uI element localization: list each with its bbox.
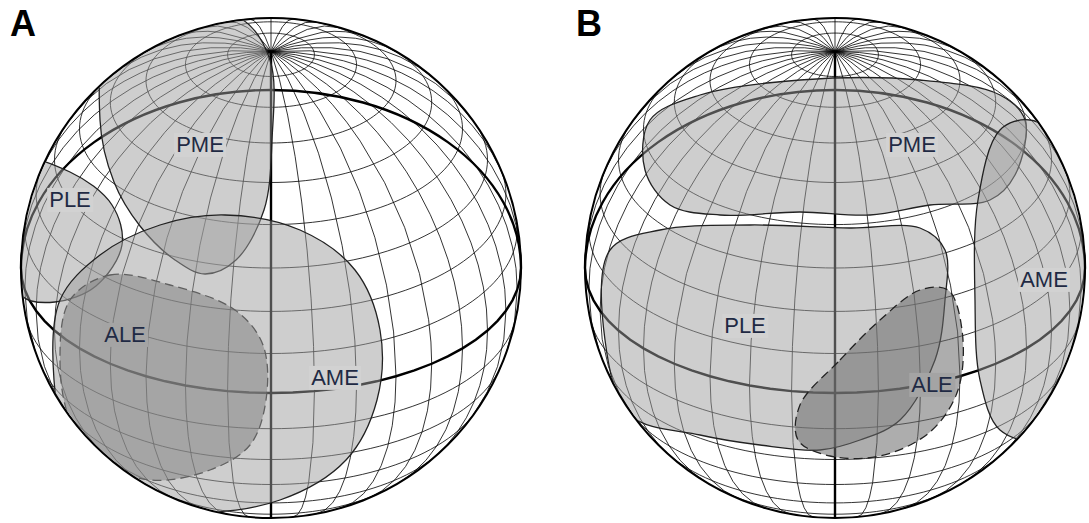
eye-label: AME [1018,268,1070,292]
eye-label: PLE [47,188,93,212]
field-region: AME [955,100,1089,460]
eye-label: PLE [722,314,768,338]
region-outline [974,120,1089,441]
eye-label: PME [886,133,938,157]
region-shape [34,195,400,523]
field-region: AME [34,195,400,523]
eye-label: ALE [909,373,955,397]
region-outline [795,287,963,459]
region-outline [643,78,1027,216]
region-outline [53,215,383,512]
eye-label: AME [309,366,361,390]
panel-letter: B [576,4,602,44]
eye-label: PME [174,133,226,157]
field-region: ALE [778,270,982,476]
panel-letter: A [10,4,36,44]
eye-label: ALE [102,323,148,347]
